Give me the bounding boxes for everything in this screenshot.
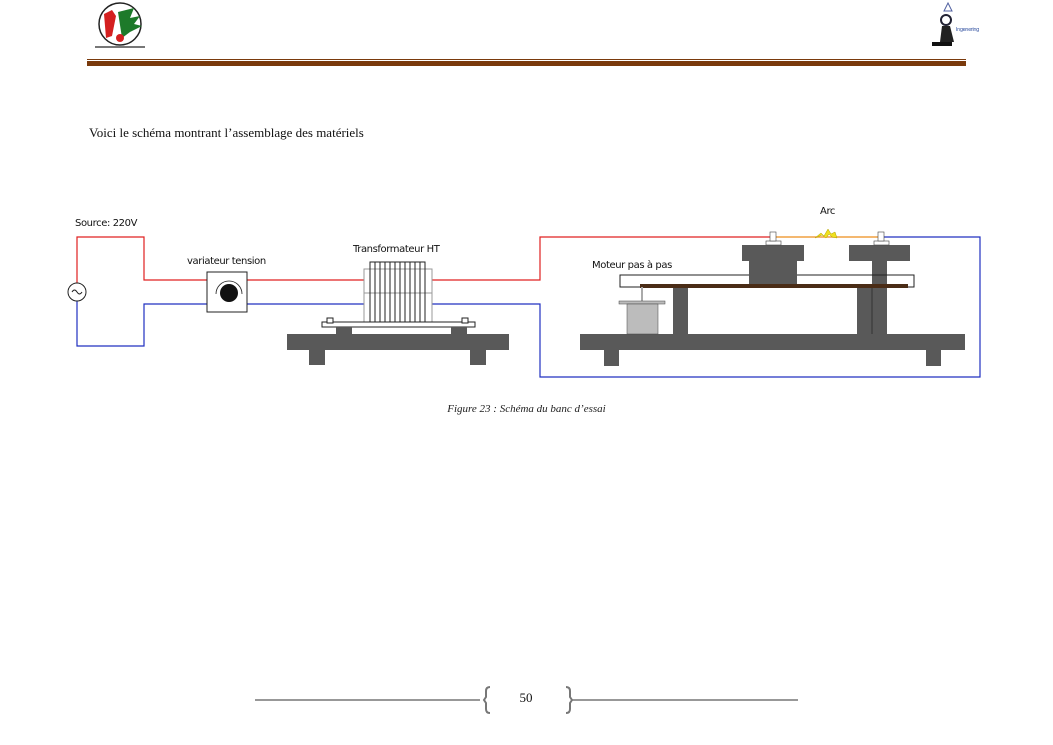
header-rule: [87, 61, 966, 66]
sliding-rail: [640, 284, 908, 288]
header-thin-rule: [87, 59, 966, 60]
neutral-wire: [76, 301, 207, 347]
right-electrode: [849, 231, 910, 261]
ht-transformer: [287, 261, 509, 365]
svg-text:Ingenering: Ingenering: [956, 27, 979, 33]
institute-logo: [95, 2, 145, 48]
arc-bench: [580, 228, 965, 366]
arc-label: Arc: [820, 206, 835, 217]
figure-caption: Figure 23 : Schéma du banc d’essai: [447, 403, 606, 415]
variator-knob-icon: [220, 284, 238, 302]
transformer-label: Transformateur HT: [352, 244, 441, 255]
page-footer: [255, 686, 798, 714]
page-number: 50: [519, 690, 533, 705]
spark-icon: [814, 228, 838, 239]
page-header: Ingenering: [87, 1, 980, 66]
left-electrode: [742, 231, 804, 284]
variator-label: variateur tension: [187, 256, 266, 267]
test-bench-diagram: Source: 220V variateur tension Transform…: [67, 206, 981, 378]
phase-wire: [76, 236, 207, 283]
source-label: Source: 220V: [75, 218, 138, 229]
motor-label: Moteur pas à pas: [592, 259, 672, 271]
intro-paragraph: Voici le schéma montrant l’assemblage de…: [89, 125, 364, 140]
stepper-motor: [618, 287, 666, 335]
engineering-logo: Ingenering: [932, 1, 980, 46]
